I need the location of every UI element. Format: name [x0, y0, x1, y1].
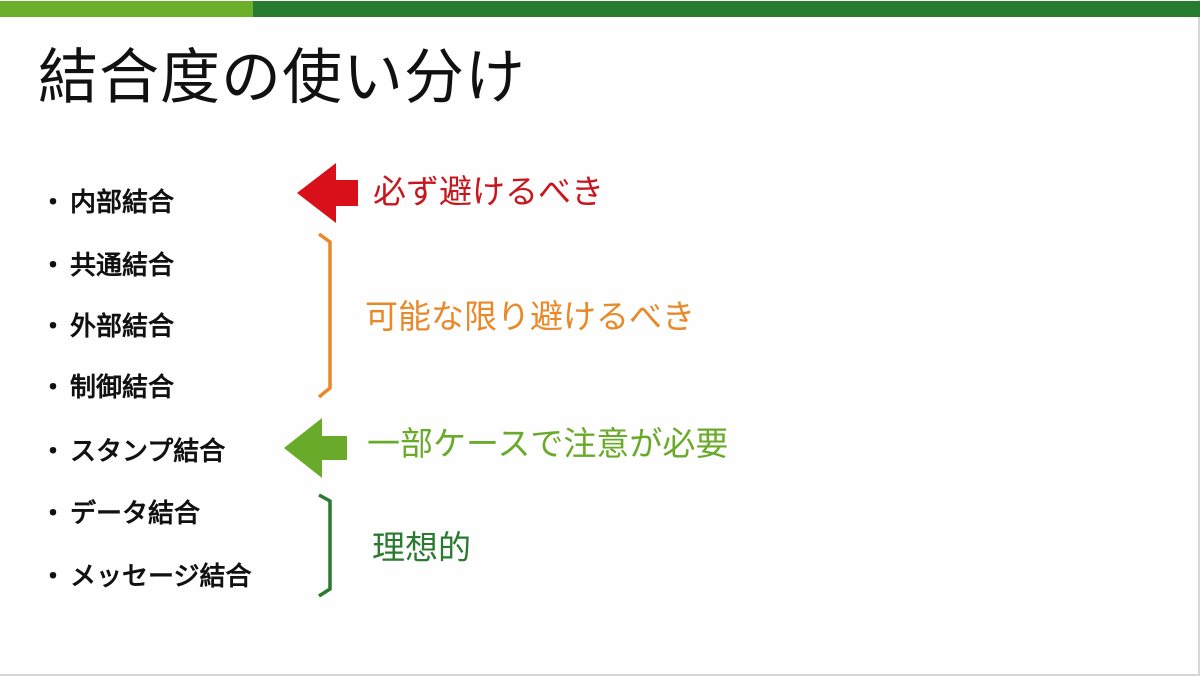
list-item-data-coupling: ・データ結合 [40, 497, 200, 531]
top-accent-bar-dark [253, 1, 1200, 17]
list-item-label: 外部結合 [70, 312, 175, 342]
list-item-label: スタンプ結合 [70, 437, 226, 467]
bullet-marker: ・ [40, 188, 67, 218]
bullet-marker: ・ [40, 312, 67, 342]
list-item-control-coupling: ・制御結合 [40, 371, 174, 405]
list-item-label: 内部結合 [70, 188, 175, 218]
list-item-label: 制御結合 [70, 373, 175, 403]
left-arrow-icon [297, 163, 358, 223]
ideal-label: 理想的 [372, 528, 471, 567]
right-bracket-icon [318, 493, 332, 598]
caution-label: 一部ケースで注意が必要 [367, 424, 729, 463]
list-item-external-coupling: ・外部結合 [40, 310, 174, 344]
list-item-label: メッセージ結合 [70, 562, 252, 592]
bullet-marker: ・ [40, 437, 67, 467]
bullet-marker: ・ [40, 562, 67, 592]
bullet-marker: ・ [40, 373, 67, 403]
top-accent-bar-light [0, 1, 253, 17]
must-avoid-label: 必ず避けるべき [373, 172, 604, 211]
list-item-label: データ結合 [70, 499, 201, 529]
right-bracket-icon [317, 232, 332, 399]
list-item-content-coupling: ・内部結合 [40, 186, 174, 220]
list-item-common-coupling: ・共通結合 [40, 249, 174, 283]
list-item-stamp-coupling: ・スタンプ結合 [40, 435, 225, 469]
list-item-message-coupling: ・メッセージ結合 [40, 560, 251, 594]
bullet-marker: ・ [40, 251, 67, 281]
slide-title: 結合度の使い分け [38, 43, 526, 113]
avoid-if-possible-label: 可能な限り避けるべき [365, 297, 695, 336]
list-item-label: 共通結合 [70, 251, 175, 281]
left-arrow-icon [284, 418, 347, 478]
bullet-marker: ・ [40, 499, 67, 529]
